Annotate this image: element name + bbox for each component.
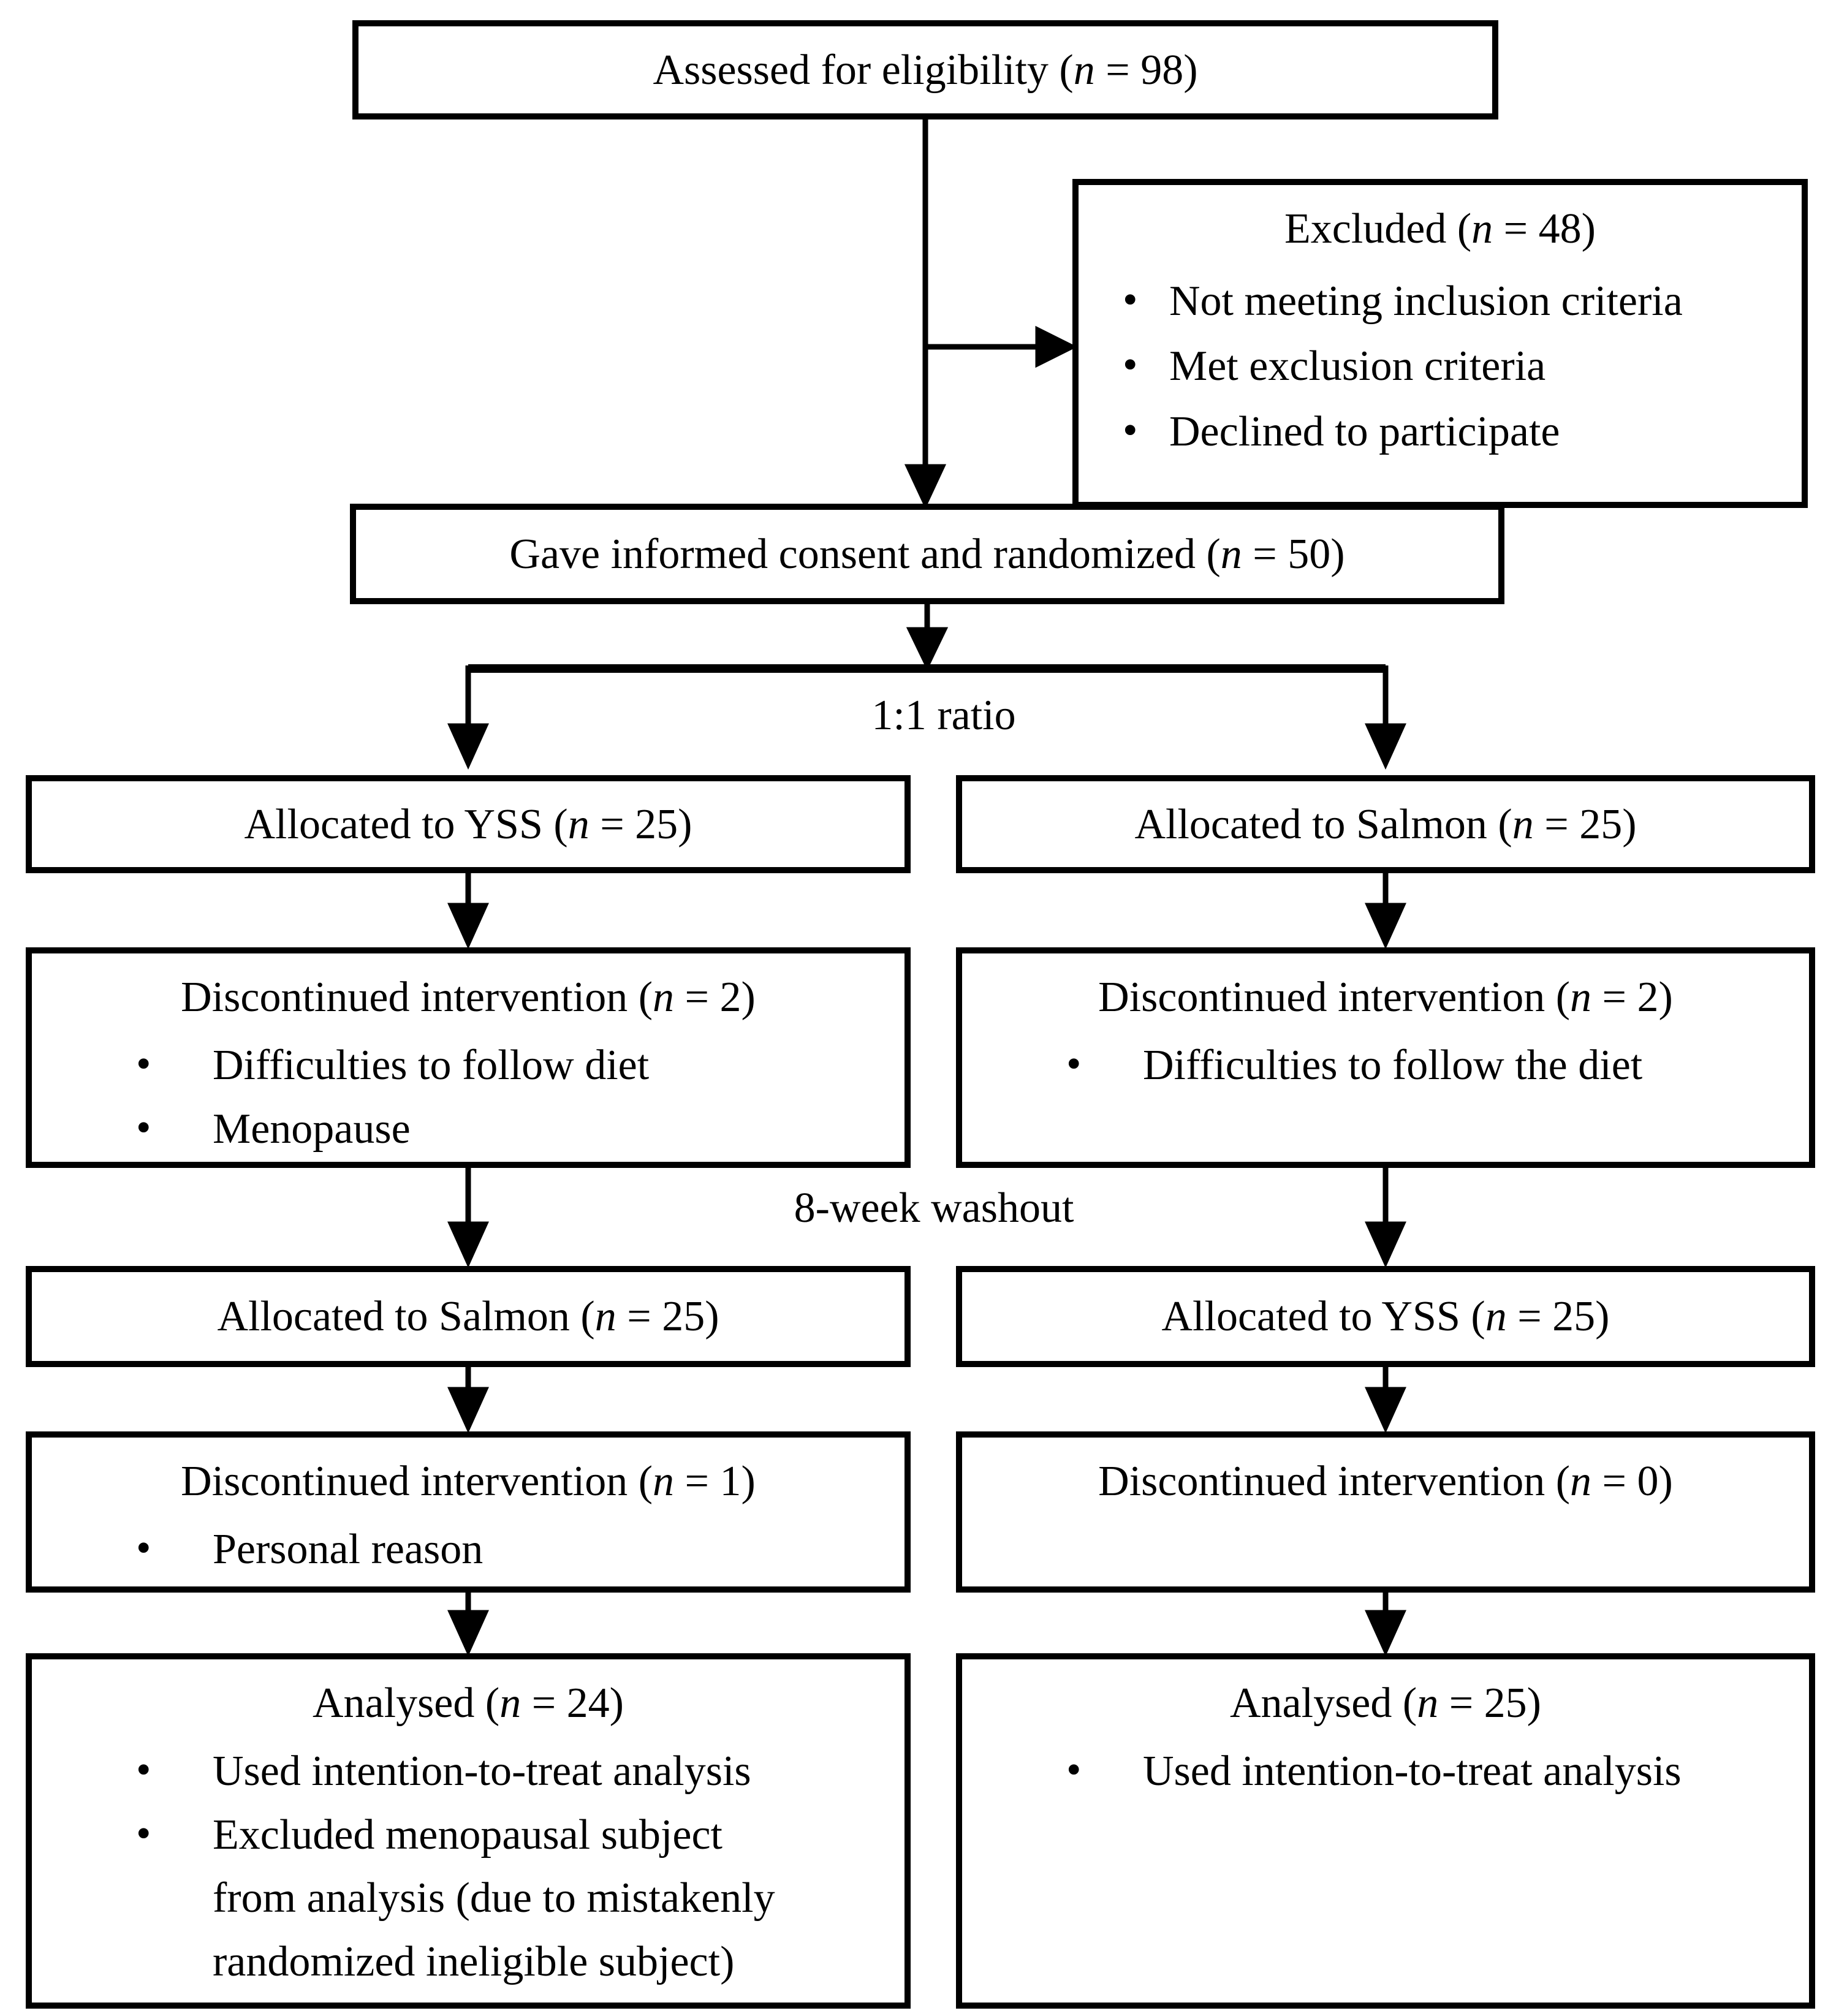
arrow-branch-to-excluded: [925, 325, 1078, 368]
box-title: Excluded (n = 48): [1284, 205, 1596, 252]
box-title: Assessed for eligibility (n = 98): [653, 46, 1198, 94]
excluded-reasons-list: Not meeting inclusion criteriaMet exclus…: [1097, 268, 1783, 464]
arrow-consent-to-split: [906, 604, 949, 671]
arrow-assessed-to-consent: [904, 119, 947, 509]
box-title: Allocated to Salmon (n = 25): [217, 1293, 719, 1340]
bullet-item: Personal reason: [50, 1517, 886, 1582]
bullet-item: Declined to participate: [1097, 398, 1783, 464]
box-analysed-left: Analysed (n = 24) Used intention-to-trea…: [26, 1653, 911, 2009]
box-allocated-salmon-period2: Allocated to Salmon (n = 25): [26, 1266, 911, 1367]
arrow-split-to-alloc-left: [447, 665, 489, 770]
label-washout: 8-week washout: [794, 1184, 1074, 1232]
box-allocated-yss-period1: Allocated to YSS (n = 25): [26, 775, 911, 873]
bullet-item: Used intention-to-treat analysis: [50, 1738, 886, 1803]
bullet-item: Used intention-to-treat analysis: [980, 1738, 1791, 1803]
arrow-alloc1-to-disc1-right: [1365, 873, 1406, 949]
box-title: Discontinued intervention (n = 1): [181, 1458, 756, 1505]
arrow-alloc1-to-disc1-left: [447, 873, 489, 949]
box-assessed-eligibility: Assessed for eligibility (n = 98): [352, 20, 1498, 119]
bullet-item: Menopause: [50, 1096, 886, 1161]
arrow-disc2-to-analysed-right: [1365, 1593, 1406, 1656]
box-title: Gave informed consent and randomized (n …: [509, 530, 1345, 578]
arrow-split-to-alloc-right: [1365, 665, 1406, 770]
box-discontinued-right-period2: Discontinued intervention (n = 0): [956, 1431, 1815, 1593]
box-title: Allocated to YSS (n = 25): [1161, 1293, 1610, 1340]
bullet-item: Difficulties to follow the diet: [980, 1033, 1791, 1097]
box-title: Discontinued intervention (n = 2): [1098, 974, 1673, 1021]
box-discontinued-yss-period1: Discontinued intervention (n = 2) Diffic…: [26, 947, 911, 1168]
bullet-item: Difficulties to follow diet: [50, 1033, 886, 1097]
arrow-washout-right: [1365, 1168, 1406, 1268]
arrow-washout-left: [447, 1168, 489, 1268]
box-consent-randomized: Gave informed consent and randomized (n …: [350, 504, 1504, 604]
label-ratio: 1:1 ratio: [871, 692, 1016, 739]
box-discontinued-salmon-period1: Discontinued intervention (n = 2) Diffic…: [956, 947, 1815, 1168]
arrow-alloc2-to-disc2-right: [1365, 1367, 1406, 1433]
box-title: Allocated to YSS (n = 25): [244, 800, 692, 848]
bullet-item: Not meeting inclusion criteria: [1097, 268, 1783, 334]
arrow-disc2-to-analysed-left: [447, 1593, 489, 1656]
bullet-item: Met exclusion criteria: [1097, 333, 1783, 399]
box-title: Allocated to Salmon (n = 25): [1134, 800, 1637, 848]
box-title: Discontinued intervention (n = 2): [181, 974, 756, 1021]
analysis-notes-list: Used intention-to-treat analysisExcluded…: [50, 1738, 886, 1994]
box-analysed-right: Analysed (n = 25) Used intention-to-trea…: [956, 1653, 1815, 2009]
box-title: Analysed (n = 24): [313, 1680, 624, 1727]
box-discontinued-left-period2: Discontinued intervention (n = 1) Person…: [26, 1431, 911, 1593]
discontinued-reasons-list: Difficulties to follow the diet: [980, 1033, 1791, 1097]
analysis-notes-list: Used intention-to-treat analysis: [980, 1738, 1791, 1803]
box-allocated-yss-period2: Allocated to YSS (n = 25): [956, 1266, 1815, 1367]
bullet-item: Excluded menopausal subject from analysi…: [50, 1802, 886, 1994]
discontinued-reasons-list: Difficulties to follow dietMenopause: [50, 1033, 886, 1161]
arrow-alloc2-to-disc2-left: [447, 1367, 489, 1433]
box-excluded: Excluded (n = 48) Not meeting inclusion …: [1072, 179, 1808, 508]
box-title: Discontinued intervention (n = 0): [1098, 1458, 1673, 1505]
box-allocated-salmon-period1: Allocated to Salmon (n = 25): [956, 775, 1815, 873]
discontinued-reasons-list: Personal reason: [50, 1517, 886, 1582]
box-title: Analysed (n = 25): [1230, 1680, 1541, 1727]
